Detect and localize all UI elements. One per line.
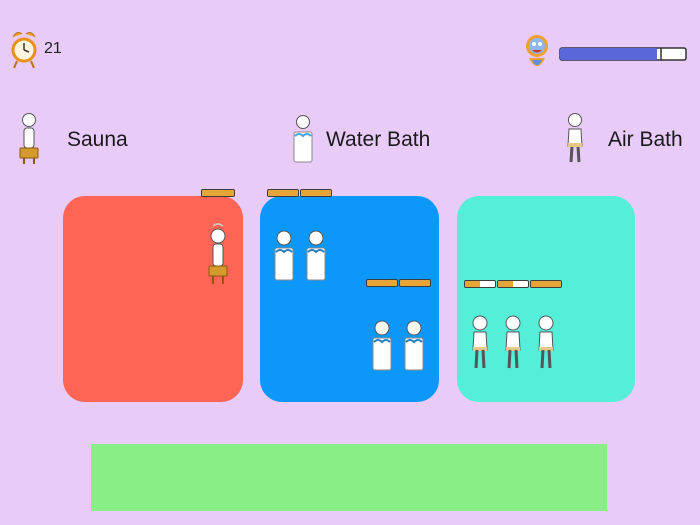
water-bath-person[interactable] xyxy=(273,226,295,282)
alarm-clock-icon xyxy=(11,32,37,69)
air-progress-fill xyxy=(465,281,480,287)
air-progress-fill xyxy=(498,281,513,287)
air-progress-fill xyxy=(531,281,561,287)
water-progress-bar xyxy=(267,189,299,197)
water-bath-person[interactable] xyxy=(371,316,393,372)
air-bath-person[interactable] xyxy=(502,312,524,372)
water-progress-bar xyxy=(366,279,398,287)
sauna-progress-fill xyxy=(202,190,234,196)
water-bath-person[interactable] xyxy=(305,226,327,282)
water-progress-bar xyxy=(300,189,332,197)
air-progress-bar xyxy=(497,280,529,288)
water-progress-fill xyxy=(268,190,298,196)
water-progress-fill xyxy=(367,280,397,286)
sauna-label: Sauna xyxy=(67,128,128,151)
water-meter xyxy=(559,47,687,61)
water-progress-fill xyxy=(301,190,331,196)
air-bath-label: Air Bath xyxy=(608,128,683,151)
blue-demon-icon xyxy=(526,35,548,66)
air-progress-bar xyxy=(464,280,496,288)
drop-area[interactable] xyxy=(91,444,607,511)
air-bath-person[interactable] xyxy=(469,312,491,372)
water-bath-person-icon xyxy=(293,115,313,163)
air-bath-zone[interactable] xyxy=(457,196,635,402)
water-bath-person[interactable] xyxy=(403,316,425,372)
sauna-zone[interactable] xyxy=(63,196,243,402)
water-meter-fill xyxy=(560,48,658,60)
sauna-person-icon xyxy=(19,113,39,164)
water-progress-fill xyxy=(400,280,430,286)
water-bath-label: Water Bath xyxy=(326,128,431,151)
air-bath-person-icon xyxy=(567,113,583,163)
timer-value: 21 xyxy=(44,40,62,57)
water-progress-bar xyxy=(399,279,431,287)
sauna-progress-bar xyxy=(201,189,235,197)
air-bath-person[interactable] xyxy=(535,312,557,372)
air-progress-bar xyxy=(530,280,562,288)
sauna-person[interactable] xyxy=(207,222,229,286)
